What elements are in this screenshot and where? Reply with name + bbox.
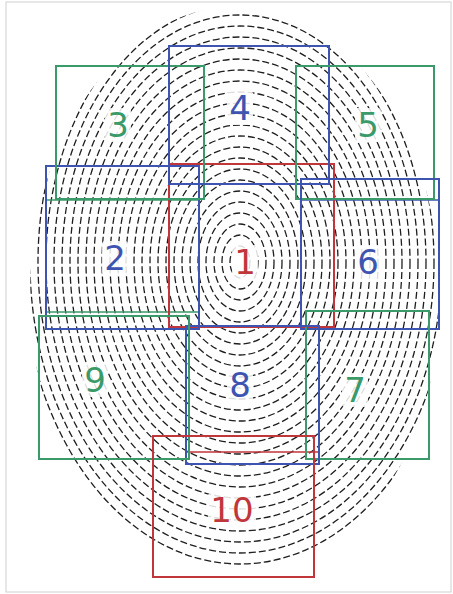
zone-box: 2 (45, 165, 200, 330)
zone-number: 10 (208, 493, 255, 527)
zone-box: 7 (305, 310, 430, 460)
zone-box: 1 (168, 163, 335, 328)
zone-number: 5 (355, 108, 381, 142)
zone-box: 10 (152, 435, 315, 578)
zone-box: 8 (185, 325, 320, 465)
zone-box: 6 (300, 178, 440, 330)
zone-number: 7 (342, 373, 368, 407)
zone-number: 1 (232, 245, 258, 279)
zone-box: 9 (38, 315, 190, 460)
zone-number: 9 (82, 363, 108, 397)
zone-number: 3 (105, 108, 131, 142)
zone-number: 2 (102, 241, 128, 275)
zone-box: 3 (55, 65, 205, 200)
zone-number: 6 (355, 245, 381, 279)
zone-number: 8 (227, 368, 253, 402)
zone-number: 4 (227, 91, 253, 125)
